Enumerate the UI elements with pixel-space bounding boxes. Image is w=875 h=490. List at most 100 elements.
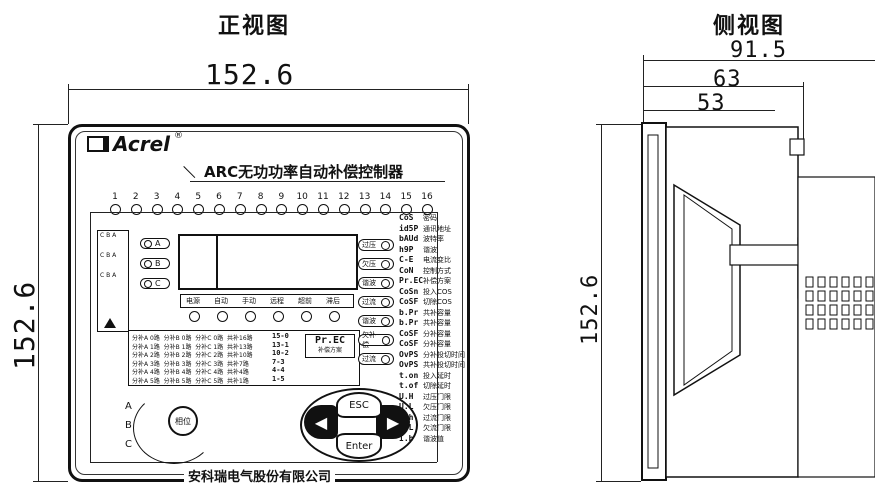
phase-indicator: C B A	[100, 272, 117, 279]
indicator-led	[318, 204, 329, 215]
side-button-led	[381, 316, 390, 326]
parameter-code-symbol: CoSF	[399, 297, 419, 306]
vent-slot	[829, 318, 838, 330]
front-height-ext-top	[33, 124, 68, 125]
side-button[interactable]: 谐波	[358, 315, 394, 327]
side-button-led	[381, 354, 390, 364]
prec-code: Pr.EC	[314, 335, 346, 346]
status-label: 远程	[270, 297, 284, 305]
indicator-led	[172, 204, 184, 215]
status-led	[273, 311, 284, 322]
lcd-divider	[216, 236, 218, 288]
vent-slot	[865, 290, 874, 302]
led-number: 12	[338, 192, 350, 202]
led-number: 6	[216, 192, 222, 202]
side-bezel	[641, 122, 667, 481]
side-terminal	[789, 138, 805, 156]
nav-ring	[300, 388, 418, 462]
led-number: 11	[317, 192, 329, 202]
parameter-code-label: 过压门限	[423, 392, 451, 401]
parameter-code-label: 谐波值	[423, 434, 444, 443]
vent-slot	[841, 318, 850, 330]
side-button[interactable]: 过流	[358, 296, 394, 308]
table-code: 4-4	[272, 366, 285, 375]
table-row: 分补A 3路 分补B 3路 分补C 3路 共补7路	[132, 360, 249, 368]
side-button[interactable]: 欠补偿	[358, 331, 394, 349]
indicator-led	[193, 204, 205, 215]
table-code: 10-2	[272, 349, 289, 358]
front-width-dim: 152.6	[205, 58, 295, 91]
indicator-led	[255, 204, 267, 215]
parameter-code-symbol: h9P	[399, 244, 414, 254]
phase-button-a[interactable]: A	[140, 238, 170, 249]
side-dim-91: 91.5	[730, 38, 787, 63]
side-button[interactable]: 谐波	[358, 277, 394, 289]
indicator-led	[422, 204, 433, 215]
parameter-code-symbol: t.of	[399, 381, 419, 390]
front-height-line	[38, 124, 39, 482]
side-button-label: 过流	[362, 355, 376, 363]
side-button[interactable]: 过压	[358, 239, 394, 251]
indicator-led	[110, 204, 121, 215]
brand-logo: Acrel ®	[87, 131, 183, 156]
indicator-led	[297, 204, 309, 215]
parameter-code-symbol: t.on	[399, 370, 419, 380]
status-led	[301, 311, 312, 322]
parameter-code-label: 分补容量	[423, 340, 451, 348]
vent-slot	[805, 318, 814, 330]
indicator-led	[214, 204, 225, 215]
front-view-title: 正视图	[218, 14, 291, 39]
vent-slots	[805, 276, 874, 330]
side-button-label: 过流	[362, 298, 376, 306]
parameter-code-symbol: b.Pr	[399, 307, 419, 317]
led-number: 13	[358, 192, 371, 202]
side-height-dim: 152.6	[578, 273, 603, 345]
vent-slot	[829, 304, 838, 316]
vent-slot	[805, 304, 814, 316]
phase-button-c[interactable]: C	[140, 278, 170, 289]
side-button-led	[381, 240, 390, 250]
vent-slot	[805, 290, 814, 302]
model-underline	[190, 181, 445, 182]
status-led	[189, 311, 200, 322]
table-code: 13-1	[272, 340, 289, 349]
table-row: 分补A 5路 分补B 5路 分补C 5路 共补1路	[132, 378, 249, 385]
side-dim-ext-left	[643, 55, 644, 123]
phase-button[interactable]: 相位	[168, 406, 198, 436]
phase-letter: B	[155, 259, 161, 268]
side-button[interactable]: 过流	[358, 353, 394, 365]
vent-slot	[817, 304, 826, 316]
vent-slot	[829, 276, 838, 288]
parameter-code-symbol: CoSF	[399, 339, 419, 348]
parameter-code-symbol: U.H	[399, 391, 414, 401]
side-dim-63-line	[643, 86, 803, 87]
side-screw	[729, 244, 801, 266]
lcd-display	[178, 234, 358, 290]
side-button-led	[381, 297, 390, 307]
front-width-ext-left	[68, 84, 69, 124]
table-code: 1-5	[272, 375, 285, 383]
table-row: 分补A 4路 分补B 4路 分补C 4路 共补4路	[132, 369, 249, 377]
parameter-code-symbol: CoSn	[399, 286, 419, 296]
front-width-line	[68, 89, 468, 90]
parameter-code-symbol: CoN	[399, 265, 414, 275]
phase-indicator: C B A	[100, 232, 117, 239]
table-row: 分补A 0路 分补B 0路 分补C 0路 共补16路	[132, 335, 253, 342]
side-bezel-inner	[647, 134, 659, 469]
table-row: 分补A 2路 分补B 2路 分补C 2路 共补10路	[132, 352, 253, 360]
phase-letter: C	[155, 279, 161, 288]
indicator-led	[401, 204, 413, 215]
parameter-code-label: 分补容量	[423, 329, 451, 338]
phase-button-b[interactable]: B	[140, 258, 170, 269]
side-button[interactable]: 欠压	[358, 258, 394, 270]
parameter-code-label: 欠压门限	[423, 403, 451, 411]
phase-triangle-icon	[104, 318, 116, 328]
led-number: 7	[236, 192, 243, 202]
